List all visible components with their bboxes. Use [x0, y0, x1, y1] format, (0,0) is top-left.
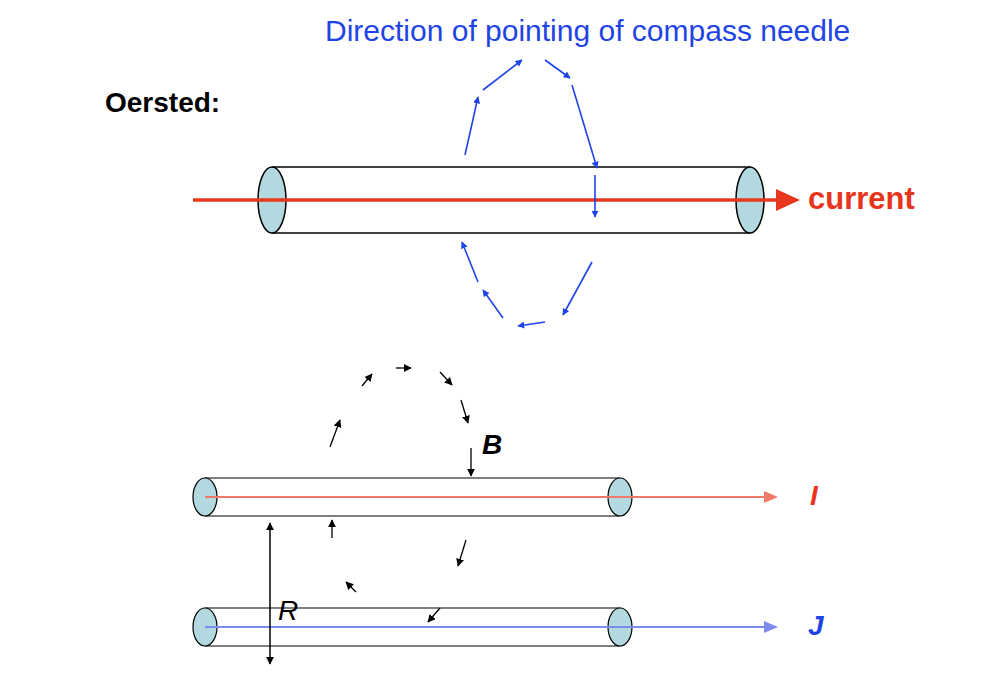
current-symbol: I [810, 481, 818, 512]
distance-symbol: R [278, 596, 298, 627]
compass-field-arrows [462, 60, 597, 326]
current-symbol: J [808, 611, 824, 642]
field-symbol: B [482, 430, 502, 461]
section-label: Oersted: [105, 88, 220, 119]
current-label: current [808, 182, 915, 216]
figure-heading: Direction of pointing of compass needle [325, 14, 850, 47]
separation-arrow [270, 523, 271, 664]
current-arrow [193, 189, 800, 211]
field-line-arrows [330, 368, 471, 622]
current-arrow [205, 491, 778, 503]
